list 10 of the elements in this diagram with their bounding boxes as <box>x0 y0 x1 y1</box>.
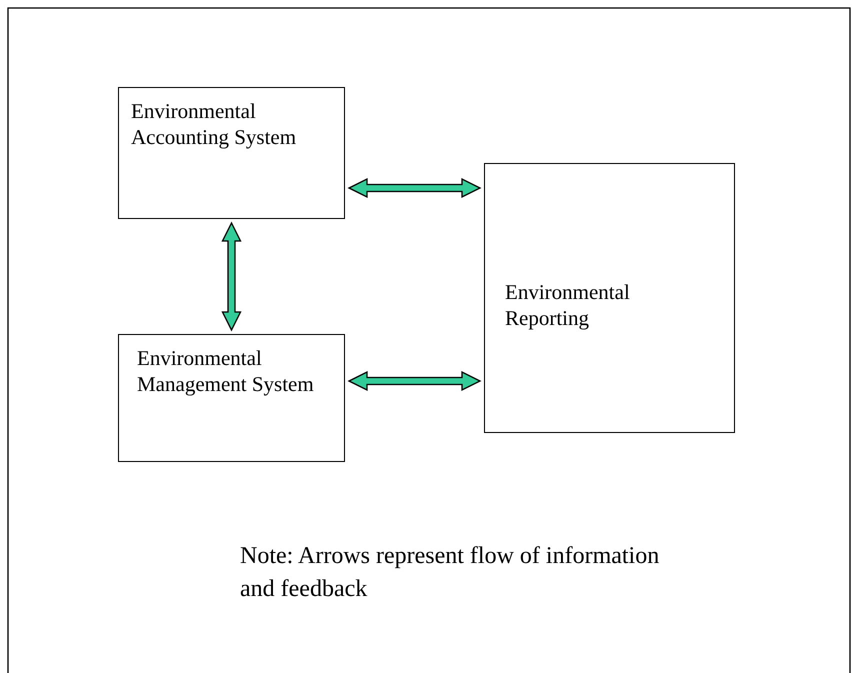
double-arrow <box>221 222 242 332</box>
double-arrow <box>348 178 482 198</box>
system-box <box>118 87 345 219</box>
double-arrow <box>348 370 482 392</box>
note-text: Note: Arrows represent flow of information and feedback <box>240 542 660 604</box>
system-box <box>484 163 735 433</box>
system-box <box>118 334 345 462</box>
box-label: Environmental Reporting <box>505 279 631 331</box>
box-label: Environmental Management System <box>137 345 315 397</box>
box-label: Environmental Accounting System <box>131 98 298 150</box>
